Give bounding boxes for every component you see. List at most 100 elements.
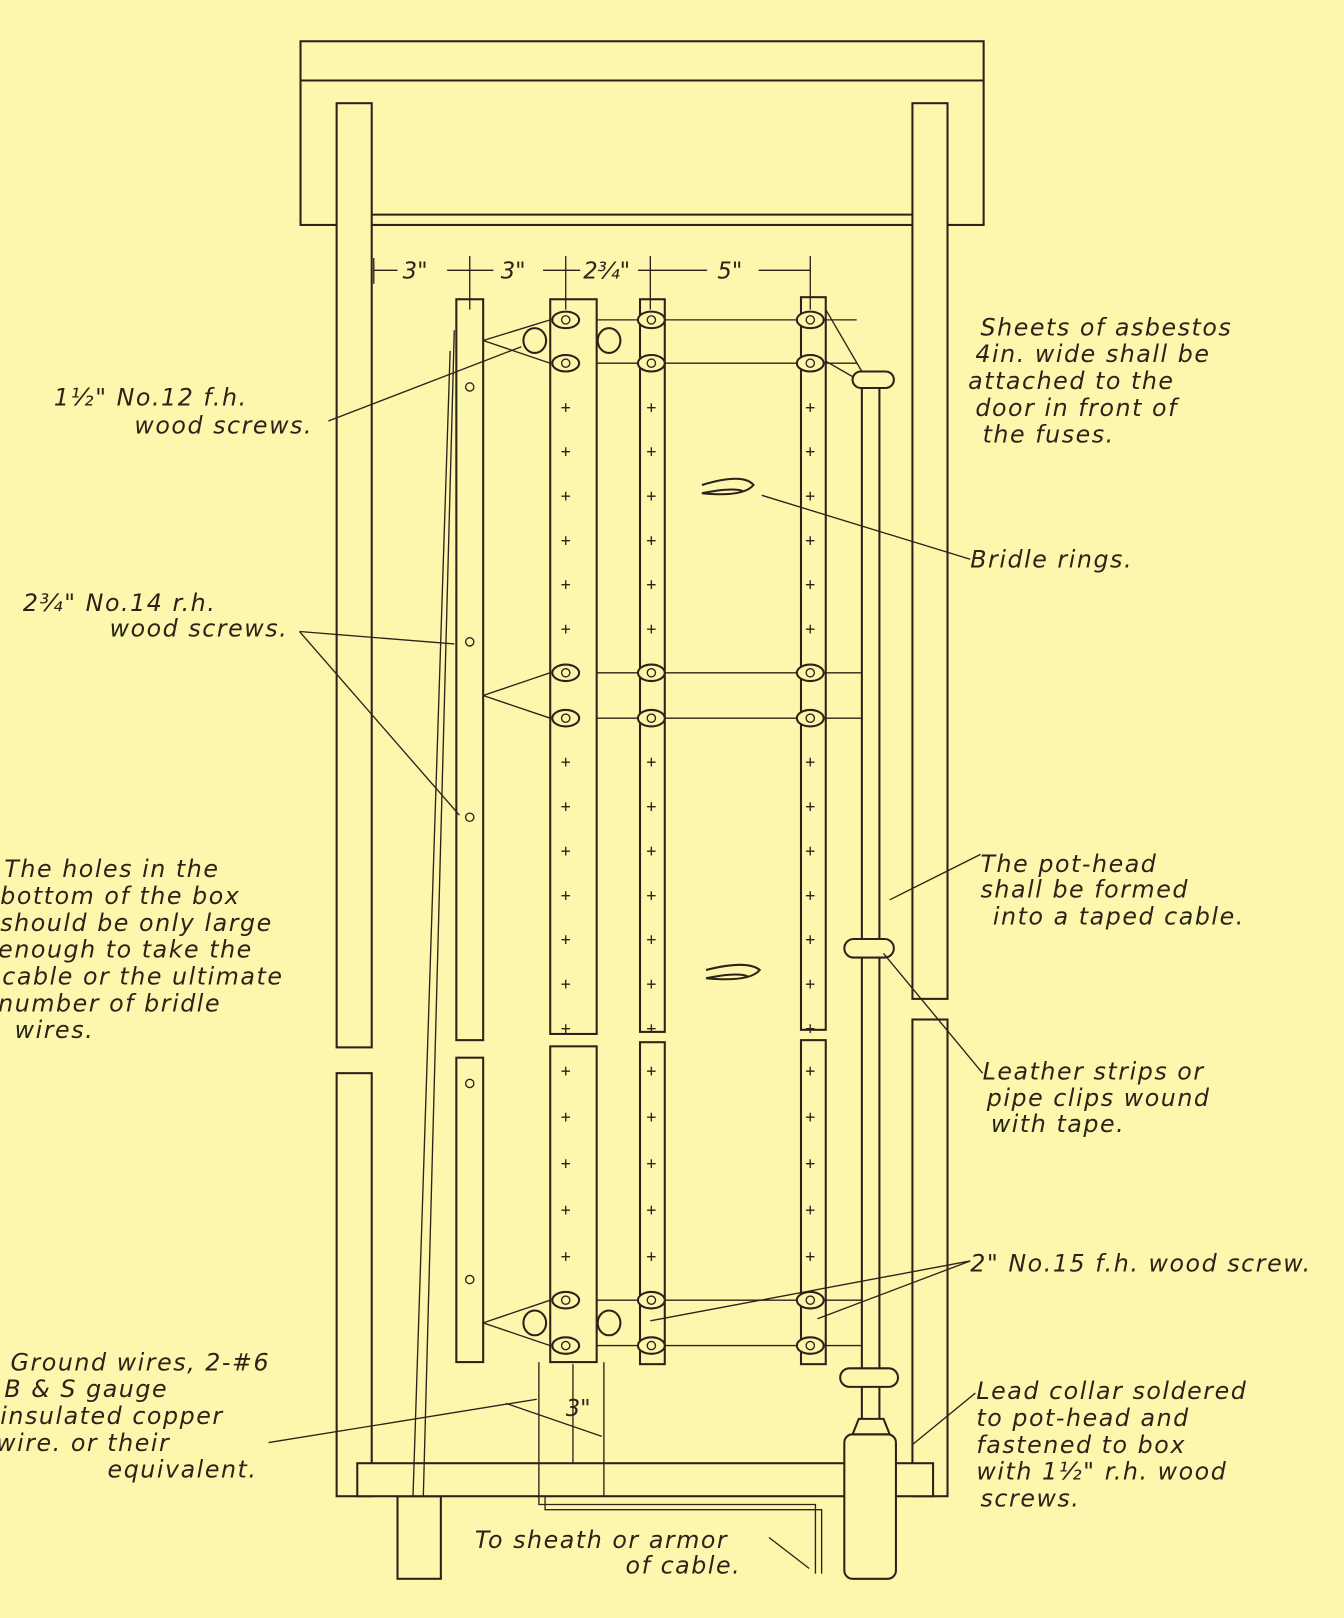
bottom-board — [356, 1462, 935, 1498]
strip-b-lower — [549, 1045, 598, 1364]
leader-lines — [268, 346, 984, 1570]
pipe-clip — [839, 1367, 900, 1388]
insulator — [551, 1336, 581, 1355]
left-stile-lower — [335, 1072, 373, 1498]
pot-head-cable — [701, 309, 900, 1580]
screw-mark: + — [561, 1201, 571, 1220]
pot-head — [843, 1433, 897, 1580]
screw-mark: + — [646, 1201, 656, 1220]
insulator — [636, 310, 666, 330]
screw-mark: + — [561, 620, 571, 639]
screw-mark: + — [646, 1061, 656, 1080]
screw-mark: + — [561, 975, 571, 994]
bridle-ring-bottom — [705, 963, 762, 981]
screw-mark: + — [561, 1247, 571, 1266]
insulator — [795, 310, 825, 330]
insulator — [551, 708, 581, 728]
insulator — [551, 663, 581, 683]
screw-mark: + — [646, 531, 656, 550]
screw-mark: + — [646, 797, 656, 816]
screw-mark: + — [646, 442, 656, 461]
screw-mark: + — [805, 1201, 815, 1220]
insulator — [551, 353, 581, 373]
screws-14-note: 2¾" No.14 r.h.wood screws. — [23, 589, 288, 643]
strip-d-lower — [799, 1039, 827, 1366]
screw-mark: + — [561, 442, 571, 461]
dim-3in-a: 3" — [403, 259, 428, 285]
screw-mark: + — [805, 841, 815, 860]
dimension-lines: 3" 3" 2¾" 5" 3" — [373, 253, 811, 1464]
strip-a-lower — [455, 1056, 485, 1364]
insulator — [795, 1290, 825, 1310]
screw-15-note: 2" No.15 f.h. wood screw. — [970, 1249, 1312, 1277]
wood-screw — [464, 1274, 475, 1285]
screw-mark: + — [805, 531, 815, 550]
screw-mark: + — [805, 1019, 815, 1038]
screws-12-note: 1½" No.12 f.h.wood screws. — [54, 384, 313, 440]
screw-mark: + — [561, 930, 571, 949]
insulator — [636, 708, 666, 728]
insulator — [795, 708, 825, 728]
screw-mark: + — [561, 886, 571, 905]
screw-mark: + — [646, 1108, 656, 1127]
strip-a-upper — [455, 298, 485, 1042]
screw-mark: + — [561, 1108, 571, 1127]
screw-mark: + — [805, 753, 815, 772]
wood-screw — [464, 812, 475, 823]
leather-strip — [843, 937, 895, 959]
screw-mark: + — [646, 841, 656, 860]
screw-mark: + — [805, 575, 815, 594]
right-stile-lower — [911, 1018, 949, 1498]
screw-mark: + — [646, 886, 656, 905]
screw-mark: + — [805, 486, 815, 505]
insulator — [795, 663, 825, 683]
dim-2-3-4in: 2¾" — [583, 259, 630, 285]
bridle-rings-note: Bridle rings. — [970, 546, 1133, 574]
screw-mark: + — [805, 886, 815, 905]
insulator — [795, 353, 825, 373]
fh-wood-screw — [522, 1309, 548, 1337]
screw-mark: + — [646, 1019, 656, 1038]
screw-mark: + — [561, 841, 571, 860]
screw-mark: + — [805, 975, 815, 994]
screw-mark: + — [561, 575, 571, 594]
screw-mark: + — [646, 486, 656, 505]
screw-mark: + — [805, 797, 815, 816]
screw-marks: + + + + + + + + + + + + + + + + + + + + + + + + + + + + + + + + + + + + + + + +… — [464, 382, 815, 1285]
screw-mark: + — [646, 1247, 656, 1266]
screw-mark: + — [561, 486, 571, 505]
screw-mark: + — [646, 930, 656, 949]
screw-mark: + — [561, 797, 571, 816]
fh-wood-screw — [596, 1309, 622, 1337]
screw-mark: + — [805, 1061, 815, 1080]
insulators — [522, 310, 825, 1355]
screw-mark: + — [805, 620, 815, 639]
dim-5in: 5" — [717, 259, 742, 285]
fh-wood-screw — [596, 327, 622, 354]
screw-mark: + — [805, 398, 815, 417]
screw-mark: + — [646, 398, 656, 417]
top-header-board — [299, 40, 985, 226]
wood-screw — [464, 1078, 475, 1089]
screw-mark: + — [561, 398, 571, 417]
screw-mark: + — [646, 620, 656, 639]
screw-mark: + — [805, 1247, 815, 1266]
screw-mark: + — [805, 442, 815, 461]
bridle-ring-top — [701, 477, 755, 496]
wood-screw — [464, 382, 475, 392]
insulator — [636, 1336, 666, 1355]
insulator — [636, 353, 666, 373]
left-stile-upper — [335, 102, 373, 1049]
insulator — [795, 1336, 825, 1355]
screw-mark: + — [646, 1154, 656, 1173]
screw-mark: + — [805, 1154, 815, 1173]
insulator — [636, 1290, 666, 1310]
fuse-strips — [455, 296, 827, 1366]
insulator — [551, 310, 581, 330]
screw-mark: + — [805, 930, 815, 949]
